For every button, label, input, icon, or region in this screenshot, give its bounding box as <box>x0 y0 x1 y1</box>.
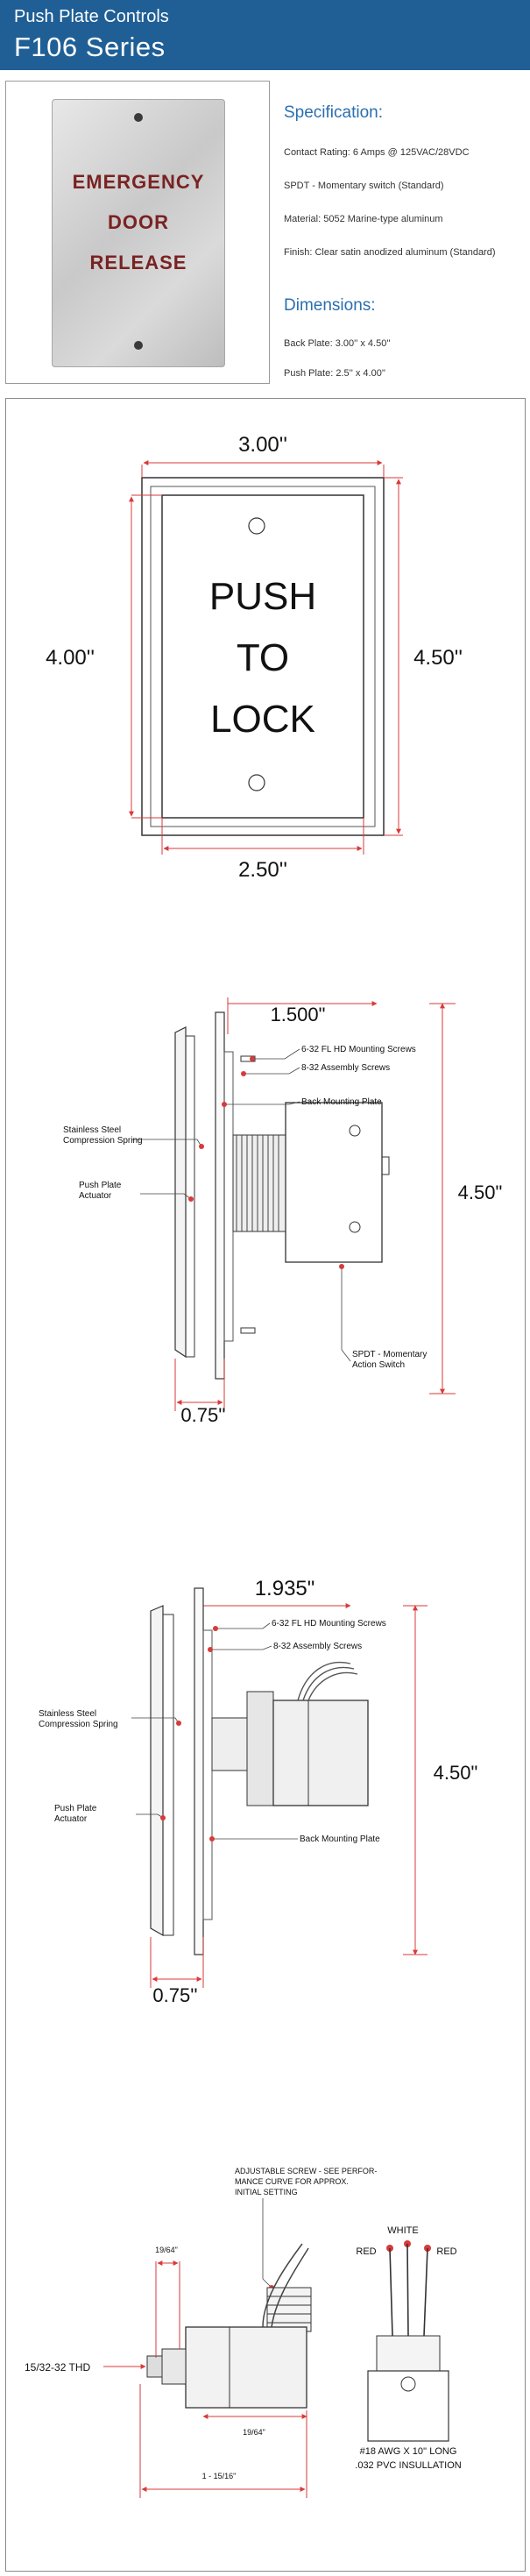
spec-item-4: Finish: Clear satin anodized aluminum (S… <box>284 247 496 258</box>
sv2-dim-depth: 1.935" <box>255 1577 315 1600</box>
detail-white-label: WHITE <box>387 2225 418 2236</box>
detail-adjust-3: INITIAL SETTING <box>235 2188 298 2196</box>
sv1-label-spring-1: Stainless Steel <box>63 1125 121 1135</box>
detail-red-left: RED <box>356 2246 376 2257</box>
detail-red-right: RED <box>436 2246 456 2257</box>
sv2-dim-height: 4.50" <box>434 1762 478 1784</box>
sv1-label-switch-2: Action Switch <box>352 1360 405 1370</box>
sv1-label-actuator-2: Actuator <box>79 1191 112 1201</box>
sv1-dim-depth: 1.500" <box>271 1004 326 1025</box>
back-plate-outline <box>141 477 385 836</box>
dimension-item-2: Push Plate: 2.5'' x 4.00'' <box>284 368 386 379</box>
detail-switch-body <box>185 2326 307 2409</box>
sv2-label-actuator-1: Push Plate <box>54 1804 97 1813</box>
photo-line-3: RELEASE <box>89 252 187 273</box>
front-hole-bottom <box>248 774 265 791</box>
front-dim-left: 4.00'' <box>46 646 95 670</box>
sv2-push-plate <box>150 1605 164 1937</box>
sv1-switch-body <box>285 1102 383 1263</box>
sv2-label-back-plate: Back Mounting Plate <box>300 1834 380 1844</box>
sv1-push-plate <box>174 1026 187 1359</box>
sv1-label-assembly-screws: 8-32 Assembly Screws <box>301 1063 390 1073</box>
detail-dim-a: 19/64" <box>155 2246 178 2254</box>
front-view: PUSH TO LOCK 3.00'' 4.00'' 4.50'' 2.50'' <box>46 433 463 882</box>
detail-adjust-2: MANCE CURVE FOR APPROX. <box>235 2177 349 2186</box>
header-title: Push Plate Controls <box>14 7 169 26</box>
product-photo: EMERGENCY DOOR RELEASE <box>5 81 270 384</box>
spec-item-3: Material: 5052 Marine-type aluminum <box>284 214 443 224</box>
detail-wire-block <box>376 2335 441 2372</box>
emergency-plate: EMERGENCY DOOR RELEASE <box>52 99 225 367</box>
detail-wire-1: #18 AWG X 10'' LONG <box>360 2446 457 2457</box>
detail-wire-2: .032 PVC INSULLATION <box>355 2460 462 2471</box>
sv1-dim-plate: 0.75'' <box>180 1404 225 1426</box>
sv2-label-actuator-2: Actuator <box>54 1814 88 1824</box>
sv1-label-switch-1: SPDT - Momentary <box>352 1350 427 1359</box>
screw-hole-bottom <box>134 341 143 350</box>
sv2-label-spring-2: Compression Spring <box>39 1720 118 1729</box>
sv2-label-mounting-screws: 6-32 FL HD Mounting Screws <box>272 1619 386 1629</box>
drawing-frame <box>5 398 526 2572</box>
sv2-switch-body <box>272 1700 369 1806</box>
header-banner: Push Plate Controls F106 Series <box>0 0 530 70</box>
sv1-label-actuator-1: Push Plate <box>79 1181 122 1190</box>
sv2-back-plate <box>194 1587 204 1955</box>
push-plate-outline <box>161 494 364 819</box>
sv1-dim-height: 4.50" <box>458 1182 503 1203</box>
front-line-2: TO <box>237 636 289 679</box>
sv2-dim-plate: 0.75'' <box>152 1984 197 2006</box>
dimensions-heading: Dimensions: <box>284 296 376 315</box>
spec-item-2: SPDT - Momentary switch (Standard) <box>284 181 444 191</box>
photo-line-1: EMERGENCY <box>72 171 205 193</box>
front-hole-top <box>248 517 265 535</box>
sv1-label-back-plate: Back Mounting Plate <box>301 1097 382 1107</box>
photo-line-2: DOOR <box>108 211 169 233</box>
back-plate-inner <box>150 486 376 827</box>
header-series: F106 Series <box>14 32 166 62</box>
dimension-item-1: Back Plate: 3.00'' x 4.50'' <box>284 338 391 349</box>
detail-adjust-1: ADJUSTABLE SCREW - SEE PERFOR- <box>235 2167 377 2175</box>
sv1-label-spring-2: Compression Spring <box>63 1136 143 1146</box>
sv2-label-assembly-screws: 8-32 Assembly Screws <box>273 1642 362 1651</box>
screw-hole-top <box>134 113 143 122</box>
side-view-2: 1.935" 4.50" 0.75'' <box>39 1577 477 2006</box>
front-line-3: LOCK <box>210 698 315 741</box>
spec-item-1: Contact Rating: 6 Amps @ 125VAC/28VDC <box>284 147 470 158</box>
sv2-label-spring-1: Stainless Steel <box>39 1709 96 1719</box>
sv1-label-mounting-screws: 6-32 FL HD Mounting Screws <box>301 1045 416 1054</box>
front-line-1: PUSH <box>209 575 316 618</box>
front-dim-right: 4.50'' <box>413 646 463 670</box>
spec-heading: Specification: <box>284 103 384 122</box>
detail-dim-len: 1 - 15/16" <box>202 2472 237 2480</box>
front-dim-top: 3.00'' <box>238 433 287 457</box>
side-view-1: 1.500" 4.50" 0.75'' <box>63 997 502 1426</box>
front-dim-bottom: 2.50'' <box>238 858 287 882</box>
detail-view: ADJUSTABLE SCREW - SEE PERFOR- MANCE CUR… <box>25 2167 462 2498</box>
sv1-back-plate <box>215 1011 225 1380</box>
detail-dim-thd: 15/32-32 THD <box>25 2361 90 2374</box>
detail-dim-b: 19/64" <box>243 2428 265 2437</box>
